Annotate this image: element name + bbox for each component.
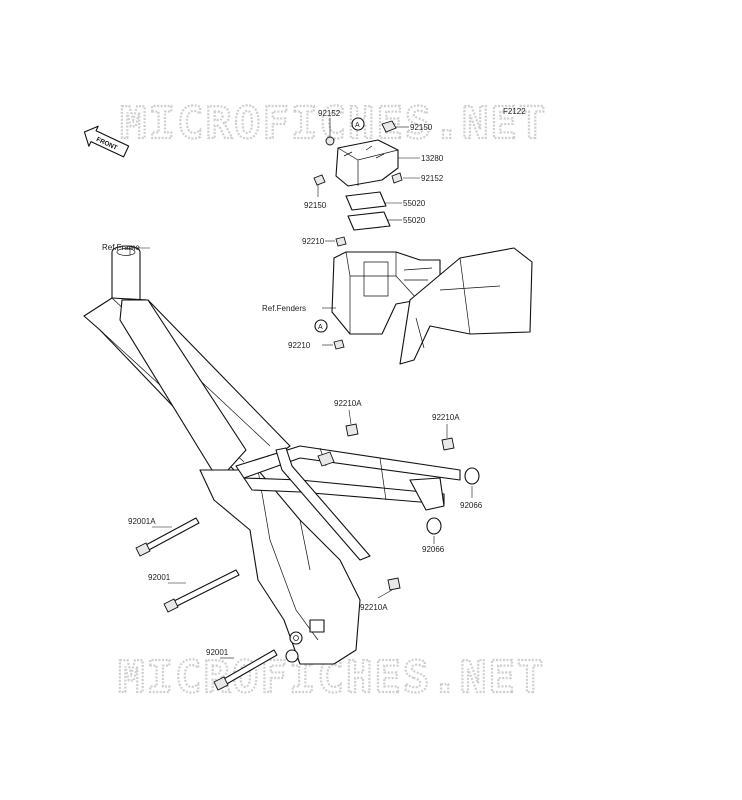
label-92210A-a: 92210A [334,399,362,408]
label-92152-right: 92152 [421,174,444,183]
circle-ref-bottom: A [318,324,323,331]
label-ref-frame: Ref.Frame [102,243,140,252]
label-92001-b: 92001 [206,648,229,657]
battery-case-assembly: A A [313,117,533,365]
bolt-92001-b [213,649,278,691]
label-92066-a: 92066 [460,501,483,510]
label-13280: 13280 [421,154,444,163]
collar-92066-b [426,517,442,535]
label-92001A: 92001A [128,517,156,526]
label-92152-top: 92152 [318,109,341,118]
label-55020-b: 55020 [403,216,426,225]
label-92210A-c: 92210A [360,603,388,612]
label-92150-left: 92150 [304,201,327,210]
label-92001-a: 92001 [148,573,171,582]
label-92210-a: 92210 [302,237,325,246]
bolt-92001A [135,517,200,557]
collar-92066-a [464,467,480,485]
label-92066-b: 92066 [422,545,445,554]
label-92210A-b: 92210A [432,413,460,422]
label-92150-top: 92150 [410,123,433,132]
circle-ref-top: A [355,122,360,129]
nut-92210A-c [387,577,401,591]
bolt-92001-a [163,569,240,613]
nut-92210A-a [345,423,359,437]
label-55020-a: 55020 [403,199,426,208]
label-92210-b: 92210 [288,341,311,350]
nut-92210A-b [441,437,455,451]
figure-code: F2122 [503,107,526,116]
frame [83,245,461,665]
label-ref-fenders: Ref.Fenders [262,304,306,313]
